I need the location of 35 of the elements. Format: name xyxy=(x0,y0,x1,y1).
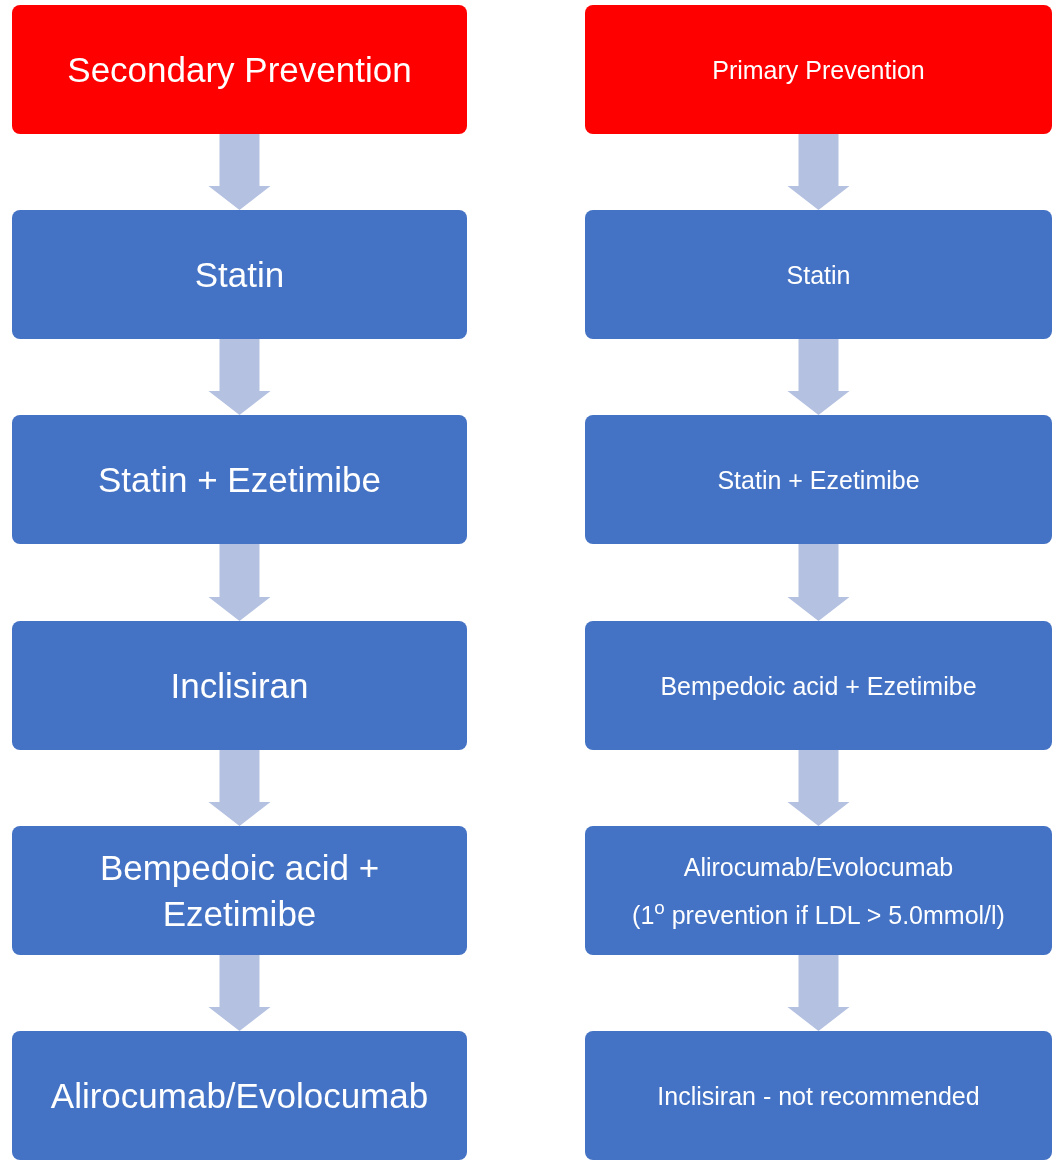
block-arrow xyxy=(208,750,271,826)
step-box xyxy=(585,415,1052,544)
block-arrow xyxy=(787,750,850,826)
box-label: Bempedoic acid + Ezetimibe xyxy=(98,846,381,935)
step-box xyxy=(585,621,1052,750)
step-box xyxy=(585,1031,1052,1160)
box-label: Primary Prevention xyxy=(712,54,925,86)
block-arrow xyxy=(208,544,271,621)
block-arrow xyxy=(787,955,850,1031)
block-arrow xyxy=(208,955,271,1031)
step-box xyxy=(12,1031,467,1160)
box-label: Alirocumab/Evolocumab xyxy=(683,851,954,883)
box-label: (1$^{o}$ prevention if LDL > 5.0mmol/l) xyxy=(632,896,1005,931)
box-label: Statin xyxy=(786,259,851,291)
box-label: Secondary Prevention xyxy=(67,48,412,91)
box-label: Statin + Ezetimibe xyxy=(717,464,920,496)
box-label: Statin + Ezetimibe xyxy=(97,458,382,501)
step-box xyxy=(585,210,1052,339)
box-label: Alirocumab/Evolocumab xyxy=(50,1074,429,1117)
box-label: Inclisiran - not recommended xyxy=(657,1080,980,1112)
block-arrow xyxy=(787,134,850,210)
block-arrow xyxy=(208,339,271,415)
step-box xyxy=(12,210,467,339)
step-box xyxy=(12,415,467,544)
header-box xyxy=(12,5,467,134)
block-arrow xyxy=(208,134,271,210)
block-arrow xyxy=(787,339,850,415)
step-box xyxy=(12,621,467,750)
box-label: Statin xyxy=(194,253,285,296)
block-arrow xyxy=(787,544,850,621)
header-box xyxy=(585,5,1052,134)
step-box xyxy=(12,826,467,955)
box-label: Inclisiran xyxy=(170,664,309,707)
box-label: Bempedoic acid + Ezetimibe xyxy=(660,670,977,702)
step-box xyxy=(585,826,1052,955)
